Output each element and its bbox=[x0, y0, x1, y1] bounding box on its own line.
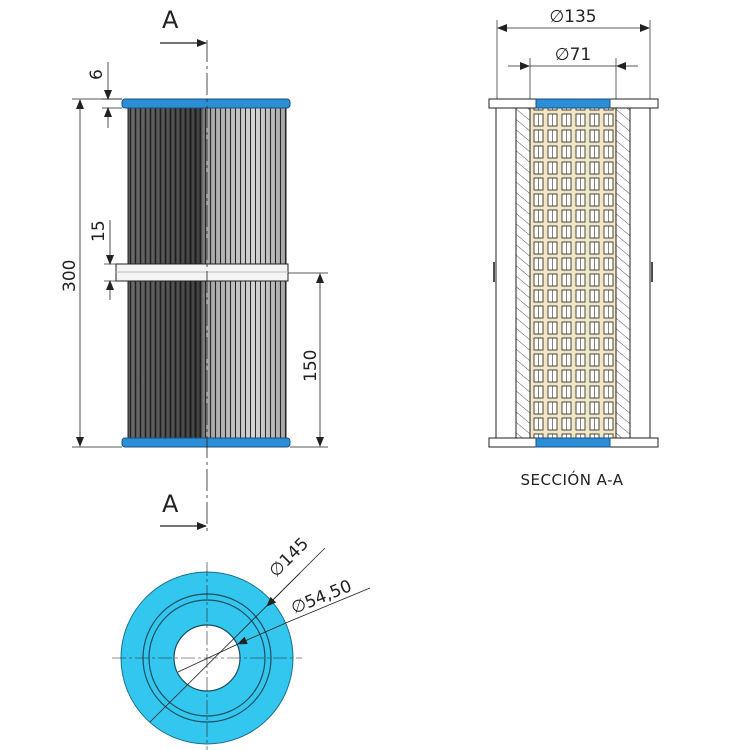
dimension-total: 300 bbox=[60, 98, 122, 448]
top-end-cap bbox=[121, 98, 291, 109]
section-marker-top-label: A bbox=[162, 6, 179, 34]
section-marker-bottom: A bbox=[160, 490, 207, 530]
front-view: A A 6 300 15 bbox=[60, 6, 328, 532]
section-marker-top: A bbox=[160, 6, 207, 47]
section-view: ∅135 ∅71 SECCIÓN A-A bbox=[488, 7, 659, 489]
dimension-top-outer-label: ∅145 bbox=[265, 534, 313, 582]
dimension-top-inner-label: ∅54,50 bbox=[288, 576, 354, 618]
section-right-wall bbox=[629, 107, 651, 439]
bottom-end-cap bbox=[121, 437, 291, 448]
dimension-section-inner-label: ∅71 bbox=[555, 45, 591, 65]
core-top-cap bbox=[535, 98, 611, 109]
dimension-section-inner: ∅71 bbox=[508, 45, 638, 99]
dimension-section-outer-label: ∅135 bbox=[549, 7, 596, 27]
section-left-wall bbox=[495, 107, 517, 439]
perforated-core bbox=[529, 107, 617, 439]
dimension-cap-label: 6 bbox=[87, 69, 107, 80]
dimension-cap: 6 bbox=[87, 62, 122, 128]
section-marker-bottom-label: A bbox=[162, 490, 179, 518]
dimension-band: 15 bbox=[89, 220, 116, 300]
dimension-half: 150 bbox=[288, 272, 328, 448]
section-right-hatch bbox=[615, 107, 631, 439]
top-view: ∅145 ∅54,50 bbox=[112, 534, 371, 750]
dimension-section-outer: ∅135 bbox=[496, 7, 651, 99]
dimension-band-label: 15 bbox=[89, 220, 109, 242]
section-caption: SECCIÓN A-A bbox=[521, 470, 624, 489]
core-bottom-cap bbox=[535, 437, 611, 448]
section-left-hatch bbox=[515, 107, 531, 439]
dimension-half-label: 150 bbox=[301, 350, 321, 382]
dimension-total-label: 300 bbox=[60, 260, 80, 292]
